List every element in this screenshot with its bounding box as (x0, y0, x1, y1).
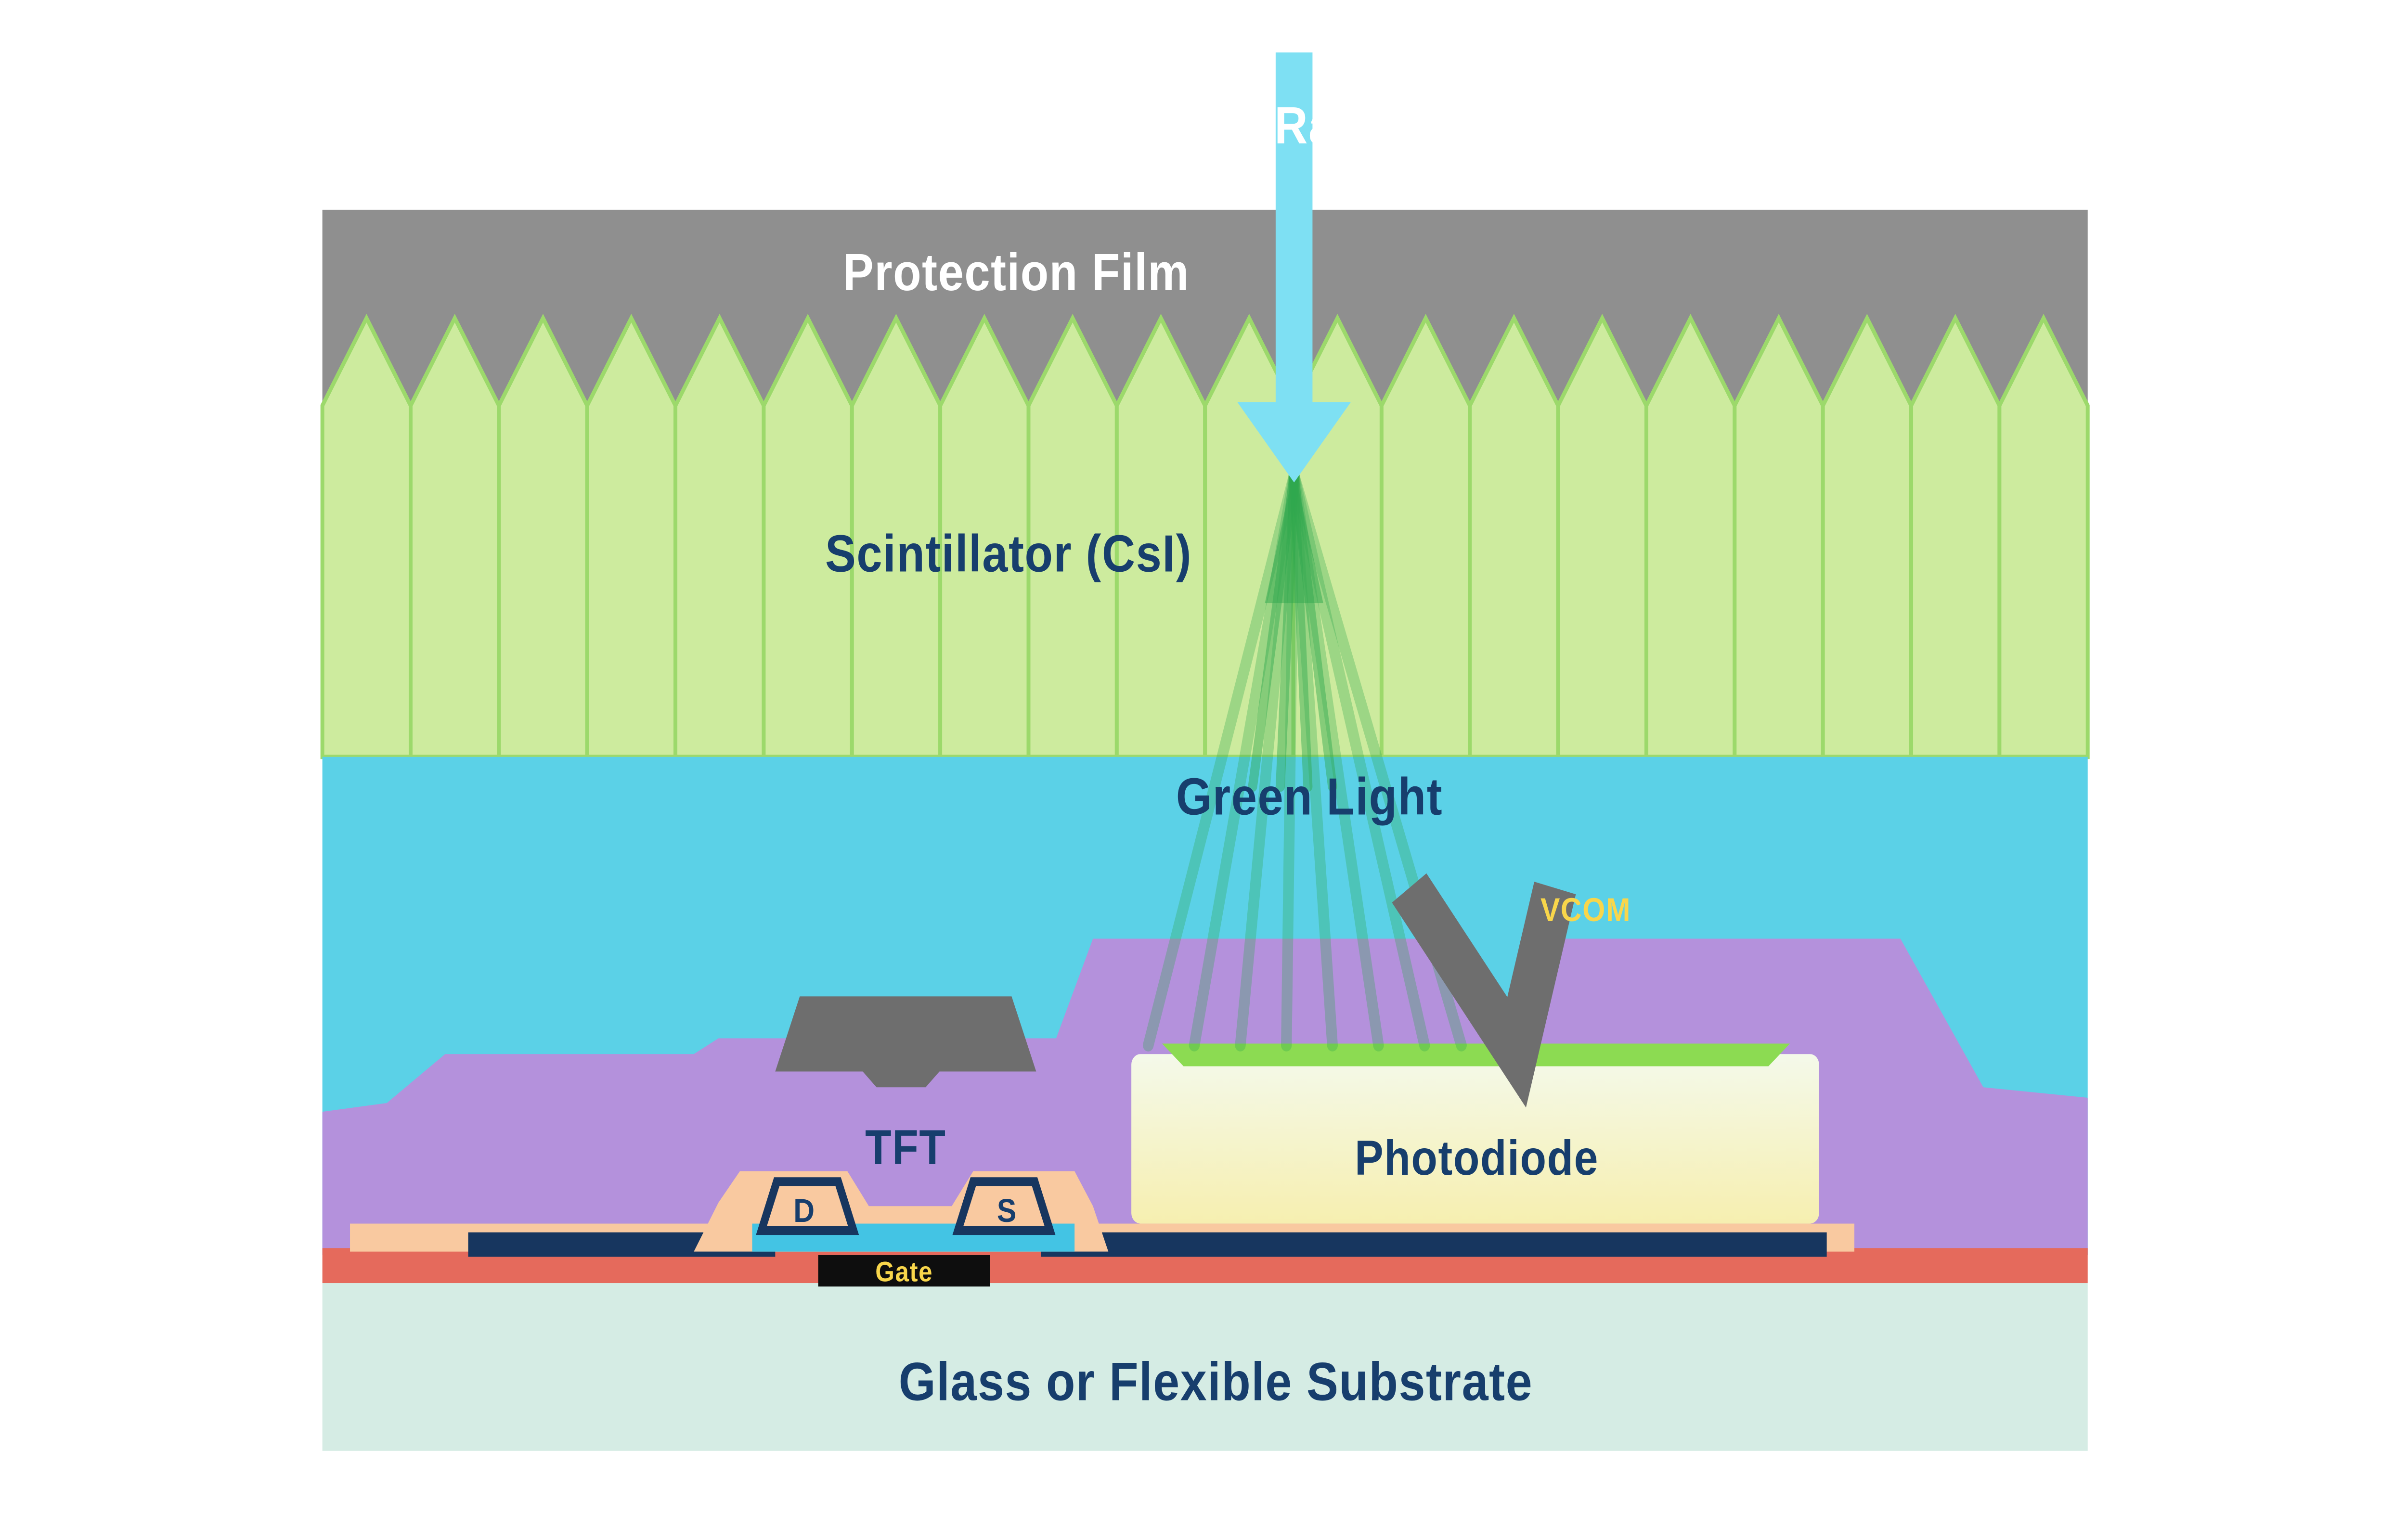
gate-electrode (818, 1255, 990, 1287)
green-light-rays (1143, 468, 1467, 1052)
protection-film-label: Protection Film (843, 243, 1190, 301)
drain-label: D (793, 1192, 815, 1229)
scintillator-column (1556, 313, 1648, 759)
scintillator-column (1468, 313, 1560, 759)
scintillator-column (1997, 313, 2090, 759)
scintillator-columns (320, 313, 2090, 759)
photodiode-body (1131, 1054, 1819, 1224)
vcom-electrode (1392, 873, 1576, 1108)
light-shield-metal (775, 996, 1036, 1088)
photodiode-top-contact (1162, 1043, 1790, 1066)
scintillator-column (1909, 313, 2002, 759)
scintillator-column (673, 313, 766, 759)
protection-film-layer (322, 209, 2088, 406)
scintillator-column (497, 313, 589, 759)
source-metal-line (1040, 1232, 1827, 1257)
scintillator-column (1644, 313, 1737, 759)
vcom-label: VCOM (1540, 891, 1631, 928)
substrate-label: Glass or Flexible Substrate (899, 1351, 1533, 1412)
xray-label: X-Ray (1227, 96, 1361, 154)
scintillator-column (1821, 313, 1914, 759)
scintillator-label: Scintillator (CsI) (825, 524, 1192, 583)
substrate-layer (322, 1283, 2088, 1451)
source-label: S (997, 1192, 1017, 1229)
scintillator-column (1733, 313, 1825, 759)
xray-beam-arrow (1237, 52, 1351, 483)
gate-label: Gate (875, 1256, 933, 1287)
scintillator-column (585, 313, 678, 759)
scintillator-column (409, 313, 501, 759)
scintillator-column (1379, 313, 1472, 759)
source-electrode (952, 1177, 1056, 1235)
photodiode-label: Photodiode (1355, 1130, 1599, 1185)
green-light-label: Green Light (1176, 767, 1443, 826)
scintillator-column (320, 313, 413, 759)
green-light-apex (1265, 468, 1323, 603)
drain-electrode (756, 1177, 859, 1235)
green-light-ray (1143, 469, 1300, 1052)
tft-label: TFT (865, 1120, 946, 1175)
